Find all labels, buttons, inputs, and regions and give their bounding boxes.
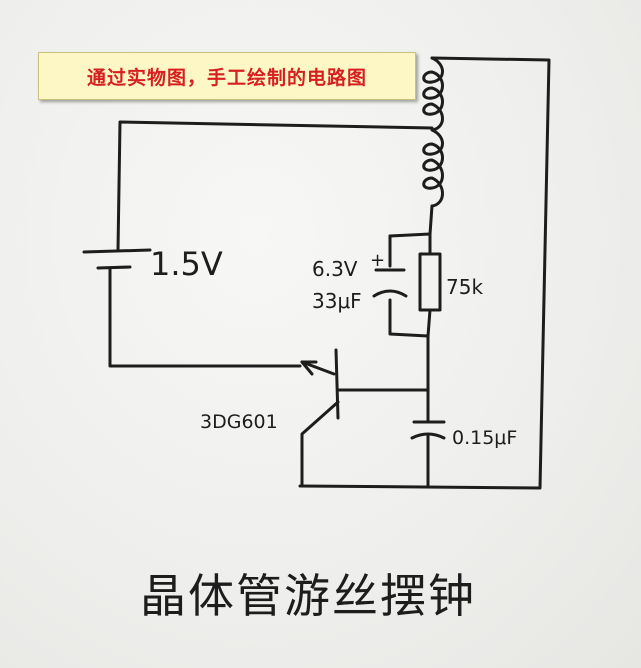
caption-text: 通过实物图，手工绘制的电路图	[86, 66, 367, 89]
capacitor-33uf-plate-bottom	[372, 289, 408, 298]
battery-voltage-label: 1.5V	[150, 245, 223, 283]
transistor-emitter	[300, 360, 336, 376]
transistor-base-bar	[334, 348, 340, 420]
capacitor-voltage-label: 6.3V	[312, 257, 358, 281]
transistor-model-label: 3DG601	[200, 411, 278, 433]
battery-long-plate	[82, 248, 152, 254]
resistor-75k	[418, 252, 442, 312]
transistor-collector	[300, 400, 340, 488]
resistor-value-label: 75k	[446, 275, 483, 299]
battery-short-plate	[96, 265, 132, 270]
wire-coil-bottom	[428, 204, 434, 236]
capacitor-polarity-plus: +	[370, 250, 385, 271]
wire-rc-left-bottom	[388, 298, 430, 338]
wire-resistor-bottom	[426, 308, 432, 338]
capacitor-value-label: 33μF	[312, 289, 362, 313]
wire-top	[116, 120, 434, 252]
capacitor-015uf-plate-bottom	[410, 432, 446, 440]
wire-left	[108, 266, 302, 368]
wire-rc-top	[388, 232, 432, 238]
handwritten-title: 晶体管游丝摆钟	[140, 569, 476, 623]
wire-right-loop	[298, 56, 551, 490]
coil-inductor	[422, 56, 444, 208]
coupling-capacitor-label: 0.15μF	[452, 427, 517, 449]
caption-box: 通过实物图，手工绘制的电路图	[38, 52, 416, 100]
transistor-emitter-arrow	[300, 360, 318, 376]
